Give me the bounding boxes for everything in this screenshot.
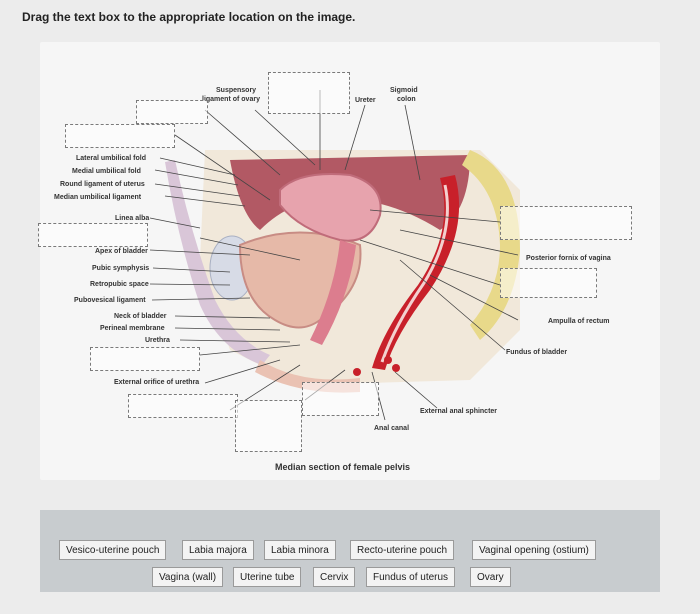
label-posterior-fornix: Posterior fornix of vagina xyxy=(526,255,611,262)
rectum-shape xyxy=(372,175,460,370)
label-suspensory-2: ligament of ovary xyxy=(202,96,260,103)
label-neck-of-bladder: Neck of bladder xyxy=(114,313,167,320)
label-suspensory-1: Suspensory xyxy=(216,87,257,94)
instruction-text: Drag the text box to the appropriate loc… xyxy=(22,10,356,24)
abdominal-wall xyxy=(165,160,270,365)
sphincter-dot xyxy=(392,364,400,372)
label-apex-of-bladder: Apex of bladder xyxy=(95,248,148,255)
drop-target-3[interactable] xyxy=(65,124,175,148)
label-medial-umbilical-fold: Medial umbilical fold xyxy=(72,168,141,175)
label-sigmoid-2: colon xyxy=(397,96,416,103)
label-ampulla-of-rectum: Ampulla of rectum xyxy=(548,318,610,325)
label-pubovesical-ligament: Pubovesical ligament xyxy=(74,297,146,304)
leader-lines xyxy=(149,90,519,421)
rectum-inner xyxy=(380,184,449,363)
chip-vaginal-opening[interactable]: Vaginal opening (ostium) xyxy=(472,540,596,560)
label-linea-alba: Linea alba xyxy=(115,215,150,222)
drop-target-4[interactable] xyxy=(38,223,148,247)
chip-uterine-tube[interactable]: Uterine tube xyxy=(233,567,302,587)
label-urethra: Urethra xyxy=(145,337,170,344)
label-external-orifice: External orifice of urethra xyxy=(114,379,200,386)
chip-vagina-wall[interactable]: Vagina (wall) xyxy=(152,567,224,587)
sphincter-dot xyxy=(384,356,392,364)
vagina-shape xyxy=(310,240,356,345)
chip-labia-minora[interactable]: Labia minora xyxy=(264,540,336,560)
drop-target-6[interactable] xyxy=(500,268,597,298)
chip-labia-majora[interactable]: Labia majora xyxy=(182,540,254,560)
figure-caption: Median section of female pelvis xyxy=(275,462,411,472)
drop-target-1[interactable] xyxy=(268,72,350,114)
drop-target-9[interactable] xyxy=(302,382,379,416)
sphincter-dot xyxy=(353,368,361,376)
label-fundus-of-bladder: Fundus of bladder xyxy=(506,349,568,356)
drop-target-5[interactable] xyxy=(500,206,632,240)
label-anal-canal: Anal canal xyxy=(374,425,410,432)
label-round-ligament: Round ligament of uterus xyxy=(60,181,145,188)
drop-target-2[interactable] xyxy=(136,100,208,124)
label-sigmoid-1: Sigmoid xyxy=(390,87,418,94)
label-retropubic-space: Retropubic space xyxy=(90,281,149,288)
label-median-umbilical-ligament: Median umbilical ligament xyxy=(54,194,142,201)
label-lateral-umbilical-fold: Lateral umbilical fold xyxy=(76,155,147,162)
label-ureter: Ureter xyxy=(355,97,376,104)
drop-target-7[interactable] xyxy=(90,347,200,371)
label-pubic-symphysis: Pubic symphysis xyxy=(92,265,150,272)
chip-cervix[interactable]: Cervix xyxy=(313,567,356,587)
uterus-shape xyxy=(279,173,382,242)
label-perineal-membrane: Perineal membrane xyxy=(100,325,165,332)
chip-vesico-uterine-pouch[interactable]: Vesico-uterine pouch xyxy=(59,540,167,560)
label-external-anal-sphincter: External anal sphincter xyxy=(420,408,498,415)
drop-target-8[interactable] xyxy=(128,394,238,418)
chip-ovary[interactable]: Ovary xyxy=(470,567,511,587)
drop-target-10[interactable] xyxy=(235,400,302,452)
chip-recto-uterine-pouch[interactable]: Recto-uterine pouch xyxy=(350,540,455,560)
chip-fundus-of-uterus[interactable]: Fundus of uterus xyxy=(366,567,456,587)
